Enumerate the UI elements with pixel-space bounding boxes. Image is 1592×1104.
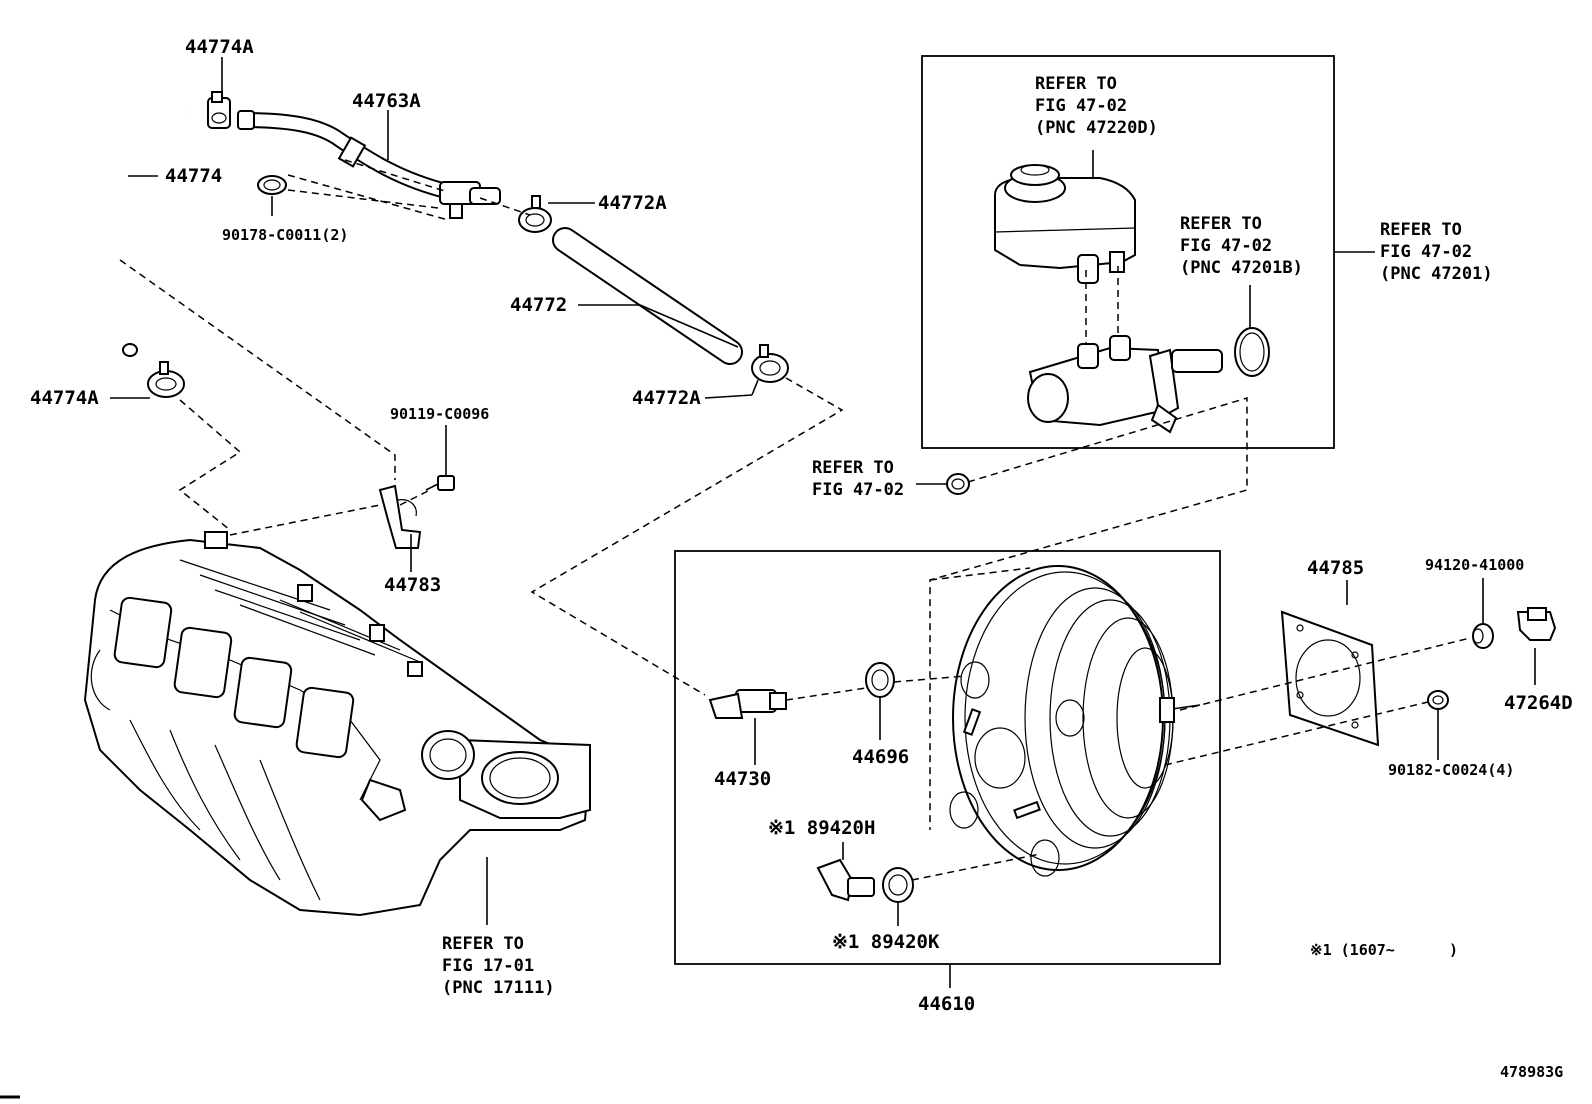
hose-44772-drawing [552,227,743,365]
brake-booster-drawing [949,565,1201,877]
refer-oring: REFER TO FIG 47-02 (PNC 47201B) [1180,214,1303,278]
master-cylinder-drawing [1027,335,1223,434]
hose-44763A-drawing [237,110,501,219]
clamp-44772A-top-drawing [518,195,552,233]
refer-master-line-3: (PNC 47201) [1380,264,1493,284]
callout-44772A-bottom: 44772A [632,387,701,409]
bolt-90119-drawing [425,475,455,491]
refer-oring-line-3: (PNC 47201B) [1180,258,1303,278]
refer-reservoir-line-1: REFER TO [1035,74,1117,94]
callout-44610: 44610 [918,993,975,1015]
callout-44774: 44774 [165,165,222,187]
callout-89420H: ※1 89420H [768,817,875,839]
reservoir-drawing [994,164,1136,284]
refer-manifold: REFER TO FIG 17-01 (PNC 17111) [442,934,555,998]
refer-nut: REFER TO FIG 47-02 [812,458,904,500]
figure-id: 478983G [1500,1063,1563,1081]
callout-90178: 90178-C0011(2) [222,226,348,244]
callout-44696: 44696 [852,746,909,768]
callout-44772A-top: 44772A [598,192,667,214]
callout-44774A-left: 44774A [30,387,99,409]
refer-reservoir: REFER TO FIG 47-02 (PNC 47220D) [1035,74,1158,138]
callout-47264D: 47264D [1504,692,1573,714]
refer-nut-line-1: REFER TO [812,458,894,478]
callout-44785: 44785 [1307,557,1364,579]
grommet-90178-drawing [257,175,287,195]
refer-reservoir-line-2: FIG 47-02 [1035,96,1127,116]
nut-90182-drawing [1427,690,1449,710]
grommet-44696-drawing [865,662,895,698]
intake-manifold-drawing [83,531,592,917]
callout-44774A-top: 44774A [185,36,254,58]
check-valve-44730-drawing [708,689,787,719]
refer-manifold-line-2: FIG 17-01 [442,956,534,976]
refer-manifold-line-3: (PNC 17111) [442,978,555,998]
refer-manifold-line-1: REFER TO [442,934,524,954]
hose-44774-drawing [81,99,192,357]
footnote: ※1 (1607~ ) [1310,941,1458,959]
refer-master-line-2: FIG 47-02 [1380,242,1472,262]
clamp-44774A-left-drawing [147,361,185,398]
nut-refer-drawing [946,473,970,495]
refer-nut-line-2: FIG 47-02 [812,480,904,500]
o-ring-drawing [1234,327,1270,377]
sensor-89420H-drawing [816,858,875,902]
callout-44772: 44772 [510,294,567,316]
callout-94120: 94120-41000 [1425,556,1524,574]
refer-master-line-1: REFER TO [1380,220,1462,240]
clamp-44774A-top-drawing [207,91,231,129]
refer-reservoir-line-3: (PNC 47220D) [1035,118,1158,138]
callout-90119: 90119-C0096 [390,405,489,423]
callout-89420K: ※1 89420K [832,931,940,953]
dashed-connectors [119,159,1471,881]
grommet-89420K-drawing [882,867,914,903]
callout-90182: 90182-C0024(4) [1388,761,1514,779]
callout-44730: 44730 [714,768,771,790]
clamp-44772A-bottom-drawing [751,344,789,383]
leader-lines [110,57,1536,988]
refer-oring-line-1: REFER TO [1180,214,1262,234]
refer-oring-line-2: FIG 47-02 [1180,236,1272,256]
gasket-44785-drawing [1280,610,1380,747]
callout-44783: 44783 [384,574,441,596]
callout-44763A: 44763A [352,90,421,112]
bracket-47264D-drawing [1516,607,1557,641]
brake-booster-group-box [674,550,1221,965]
refer-master-cylinder: REFER TO FIG 47-02 (PNC 47201) [1380,220,1493,284]
bracket-44783-drawing [378,484,422,549]
spacer-94120-drawing [1472,623,1494,649]
